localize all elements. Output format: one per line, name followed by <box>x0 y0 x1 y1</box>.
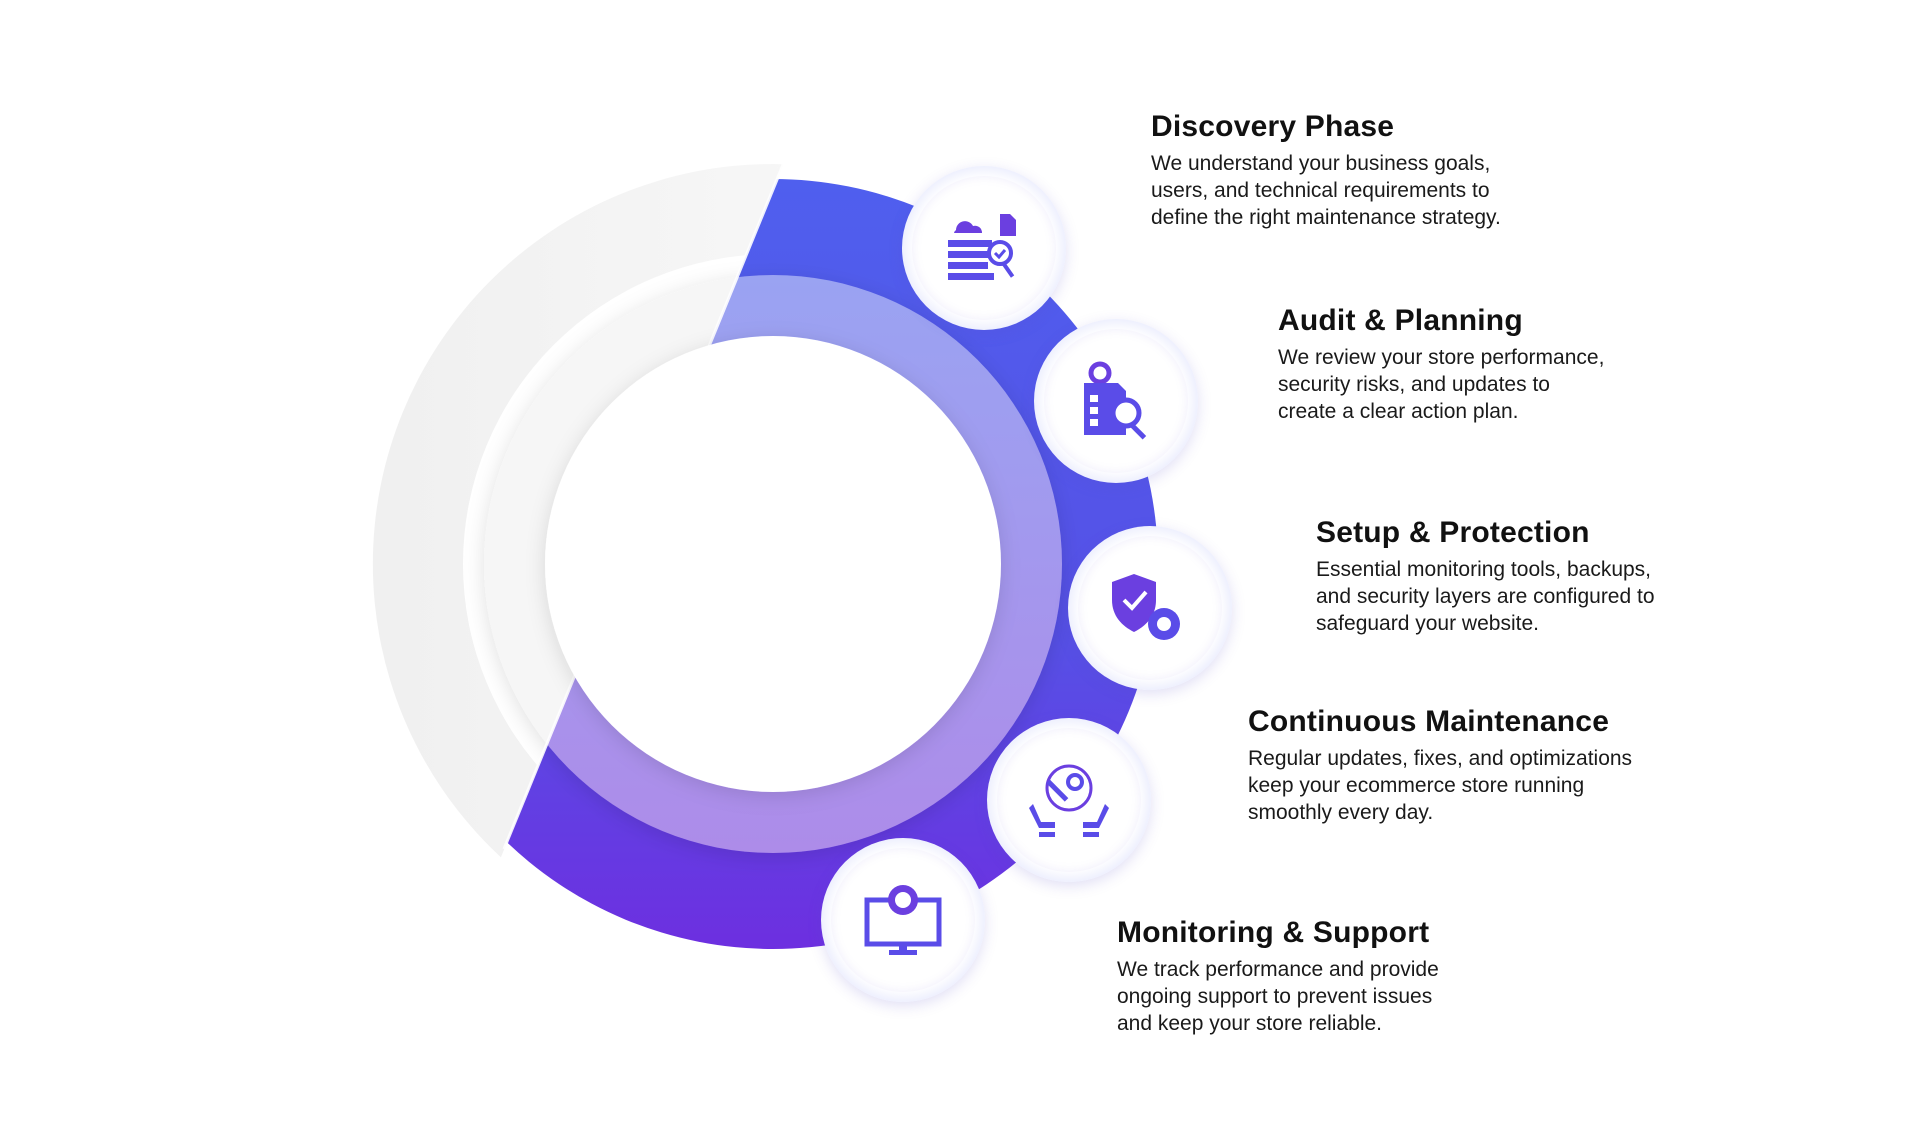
step-audit: Audit & Planning We review your store pe… <box>1278 304 1604 425</box>
step-5-badge <box>821 838 985 1002</box>
center-circle <box>545 336 1001 792</box>
step-4-badge <box>987 718 1151 882</box>
step-2-badge <box>1034 319 1198 483</box>
step-title: Discovery Phase <box>1151 110 1395 143</box>
step-title: Audit & Planning <box>1278 304 1523 337</box>
step-title: Continuous Maintenance <box>1248 705 1610 738</box>
step-discovery: Discovery Phase We understand your busin… <box>1151 110 1501 231</box>
monitor-gear-icon <box>864 885 942 955</box>
step-title: Monitoring & Support <box>1117 916 1430 949</box>
shield-gear-icon <box>1112 574 1180 640</box>
checklist-audit-icon <box>1084 361 1147 440</box>
step-maintenance: Continuous Maintenance Regular updates, … <box>1248 705 1632 826</box>
step-1-badge <box>902 166 1066 330</box>
step-title: Setup & Protection <box>1316 516 1590 549</box>
step-description: We understand your business goals,users,… <box>1151 152 1501 229</box>
step-setup: Setup & Protection Essential monitoring … <box>1316 516 1655 637</box>
step-monitoring: Monitoring & Support We track performanc… <box>1117 916 1439 1037</box>
step-description: Essential monitoring tools, backups,and … <box>1316 558 1655 635</box>
cloud-server-search-icon <box>948 214 1016 280</box>
hands-tools-icon <box>1029 764 1109 837</box>
step-3-badge <box>1068 526 1232 690</box>
step-description: Regular updates, fixes, and optimization… <box>1248 747 1633 824</box>
step-description: We review your store performance,securit… <box>1278 346 1605 423</box>
